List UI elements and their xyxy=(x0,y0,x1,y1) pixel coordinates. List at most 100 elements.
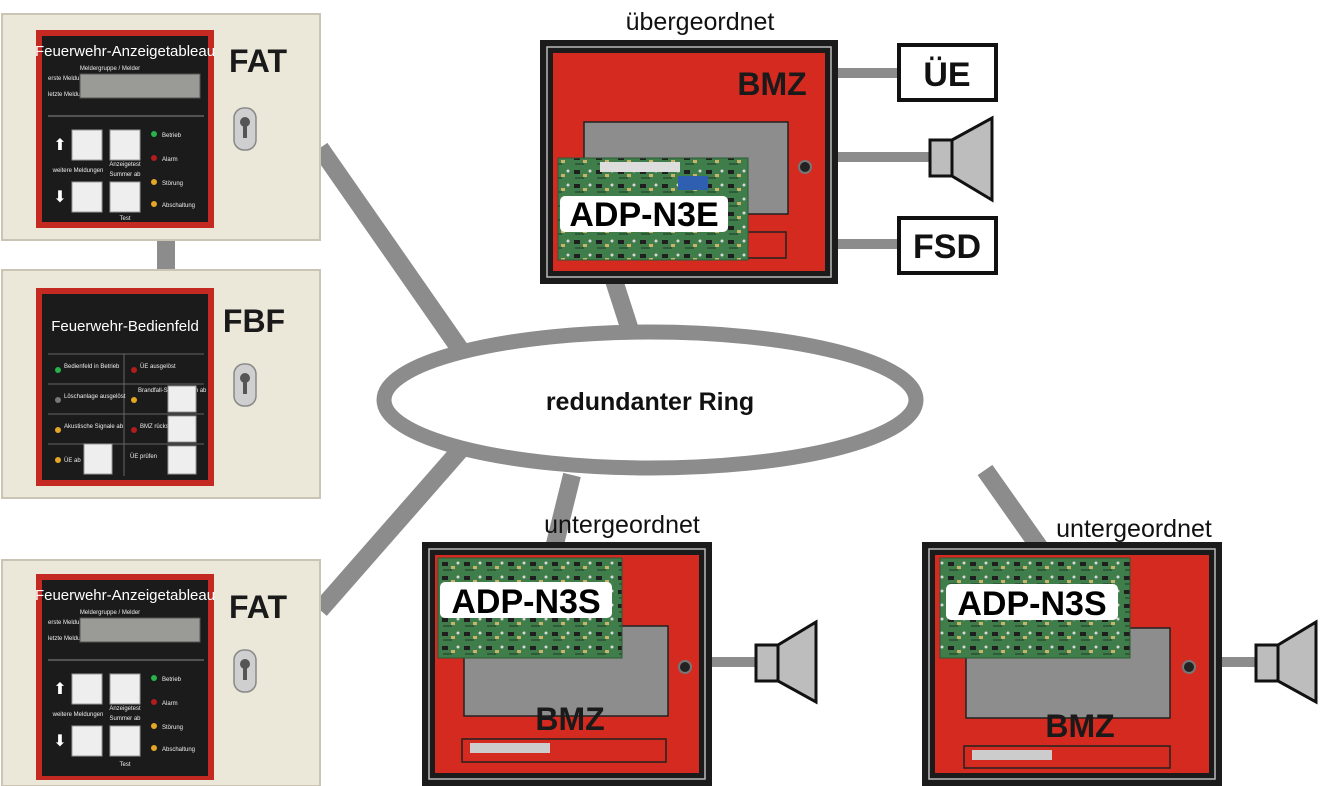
svg-text:Summer ab: Summer ab xyxy=(109,172,141,178)
svg-text:Meldergruppe / Melder: Meldergruppe / Melder xyxy=(80,610,140,616)
link-fat-bottom-ring xyxy=(313,442,469,616)
svg-text:Alarm: Alarm xyxy=(162,701,178,707)
svg-text:Abschaltung: Abschaltung xyxy=(162,203,195,209)
led-betrieb-icon xyxy=(151,131,157,137)
led-abschaltung-icon xyxy=(151,745,157,751)
svg-text:erste Meldung: erste Meldung xyxy=(48,620,86,626)
output-fsd-label: FSD xyxy=(913,228,981,266)
sub-right-lock-icon xyxy=(1182,660,1196,674)
fat-top-display xyxy=(79,73,201,99)
svg-text:Anzeigetest: Anzeigetest xyxy=(109,162,141,168)
svg-text:Akustische Signale ab: Akustische Signale ab xyxy=(64,424,124,430)
sub-right-siren-icon xyxy=(1254,619,1318,705)
fat-bottom-tag: FAT xyxy=(229,589,288,625)
main-bmz-lock-icon xyxy=(798,160,812,174)
svg-text:Meldergruppe / Melder: Meldergruppe / Melder xyxy=(80,66,140,72)
fat-bottom-btn-up[interactable] xyxy=(71,673,103,705)
main-bmz-adapter-label: ADP-N3E xyxy=(569,196,718,234)
svg-text:weitere Meldungen: weitere Meldungen xyxy=(52,168,104,174)
main-bmz-title: BMZ xyxy=(737,66,806,102)
led-betrieb-icon xyxy=(151,675,157,681)
fat-top-btn-up[interactable] xyxy=(71,129,103,161)
led-stoerung-icon xyxy=(151,723,157,729)
sub-left-siren-icon xyxy=(754,619,818,705)
svg-text:Störung: Störung xyxy=(162,725,183,731)
svg-text:erste Meldung: erste Meldung xyxy=(48,76,86,82)
svg-text:Test: Test xyxy=(119,216,130,222)
svg-text:ÜE ab: ÜE ab xyxy=(64,457,81,464)
svg-text:Abschaltung: Abschaltung xyxy=(162,747,195,753)
sub-right-adapter-label: ADP-N3S xyxy=(957,585,1106,623)
svg-text:Störung: Störung xyxy=(162,181,183,187)
fat-top-tag: FAT xyxy=(229,43,288,79)
svg-text:BMZ rückstellen: BMZ rückstellen xyxy=(140,424,183,430)
fbf-btn-ue-ab[interactable] xyxy=(83,443,113,475)
fat-top-btn-buzzer[interactable] xyxy=(109,181,141,213)
arrow-down-icon: ⬇ xyxy=(53,733,66,750)
sub-right-role: untergeordnet xyxy=(1056,515,1212,543)
ring-label: redundanter Ring xyxy=(546,388,754,416)
fat-top-key-icon xyxy=(233,107,257,151)
fbf-tag: FBF xyxy=(223,303,285,339)
fat-top-cabinet: FAT Feuerwehr-Anzeigetableau Meldergrupp… xyxy=(1,13,321,241)
fbf-led-6-icon xyxy=(131,427,137,433)
svg-text:Löschanlage ausgelöst: Löschanlage ausgelöst xyxy=(64,394,126,400)
sub-right-slot xyxy=(972,750,1052,760)
svg-text:weitere Meldungen: weitere Meldungen xyxy=(52,712,104,718)
fat-bottom-key-icon xyxy=(233,649,257,693)
sub-left-slot xyxy=(470,743,550,753)
sub-left-adapter-label: ADP-N3S xyxy=(451,583,600,621)
fat-top-btn-down[interactable] xyxy=(71,181,103,213)
fat-bottom-btn-buzzer[interactable] xyxy=(109,725,141,757)
ring-shape xyxy=(376,324,924,476)
arrow-up-icon: ⬆ xyxy=(53,681,66,698)
arrow-up-icon: ⬆ xyxy=(53,137,66,154)
output-ue: ÜE xyxy=(897,43,998,102)
svg-text:letzte Meldung: letzte Meldung xyxy=(48,92,87,98)
fbf-btn-steuerungen[interactable] xyxy=(167,385,197,413)
svg-text:ÜE ausgelöst: ÜE ausgelöst xyxy=(140,363,176,370)
fat-bottom-btn-down[interactable] xyxy=(71,725,103,757)
pcb-dip-switch-icon xyxy=(678,176,708,190)
fbf-cabinet: FBF Feuerwehr-Bedienfeld Bedienfeld in B… xyxy=(1,269,321,499)
fat-top-screen-title: Feuerwehr-Anzeigetableau xyxy=(35,43,215,60)
fat-top-btn-test-display[interactable] xyxy=(109,129,141,161)
fbf-led-4-icon xyxy=(131,397,137,403)
main-siren-icon xyxy=(928,115,994,203)
main-bmz-role: übergeordnet xyxy=(626,8,775,36)
led-alarm-icon xyxy=(151,699,157,705)
fbf-btn-reset[interactable] xyxy=(167,415,197,443)
sub-left-title: BMZ xyxy=(535,701,604,737)
svg-text:Anzeigetest: Anzeigetest xyxy=(109,706,141,712)
led-alarm-icon xyxy=(151,155,157,161)
output-fsd: FSD xyxy=(897,216,998,275)
svg-text:Betrieb: Betrieb xyxy=(162,133,182,139)
fbf-btn-ue-test[interactable] xyxy=(167,445,197,475)
fbf-led-3-icon xyxy=(55,397,61,403)
fat-bottom-cabinet: FAT Feuerwehr-Anzeigetableau Meldergrupp… xyxy=(1,559,321,786)
arrow-down-icon: ⬇ xyxy=(53,189,66,206)
output-ue-label: ÜE xyxy=(923,56,970,94)
svg-text:Alarm: Alarm xyxy=(162,157,178,163)
sub-left-lock-icon xyxy=(678,660,692,674)
fbf-led-5-icon xyxy=(55,427,61,433)
fat-bottom-btn-test-display[interactable] xyxy=(109,673,141,705)
svg-text:Betrieb: Betrieb xyxy=(162,677,182,683)
fbf-screen-title: Feuerwehr-Bedienfeld xyxy=(51,318,199,335)
fbf-key-icon xyxy=(233,363,257,407)
link-sub-right-ring xyxy=(977,464,1048,554)
main-bmz: übergeordnet BMZ ADP-N3E xyxy=(540,8,838,284)
led-stoerung-icon xyxy=(151,179,157,185)
redundant-ring: redundanter Ring xyxy=(376,324,924,476)
fat-bottom-screen-title: Feuerwehr-Anzeigetableau xyxy=(35,587,215,604)
svg-text:ÜE prüfen: ÜE prüfen xyxy=(130,453,157,460)
sub-bmz-left: untergeordnet BMZ ADP-N3S xyxy=(422,511,712,786)
fbf-led-1-icon xyxy=(55,367,61,373)
svg-text:Summer ab: Summer ab xyxy=(109,716,141,722)
fbf-led-7-icon xyxy=(55,457,61,463)
pcb-connector-icon xyxy=(600,162,680,172)
fbf-led-2-icon xyxy=(131,367,137,373)
led-abschaltung-icon xyxy=(151,201,157,207)
